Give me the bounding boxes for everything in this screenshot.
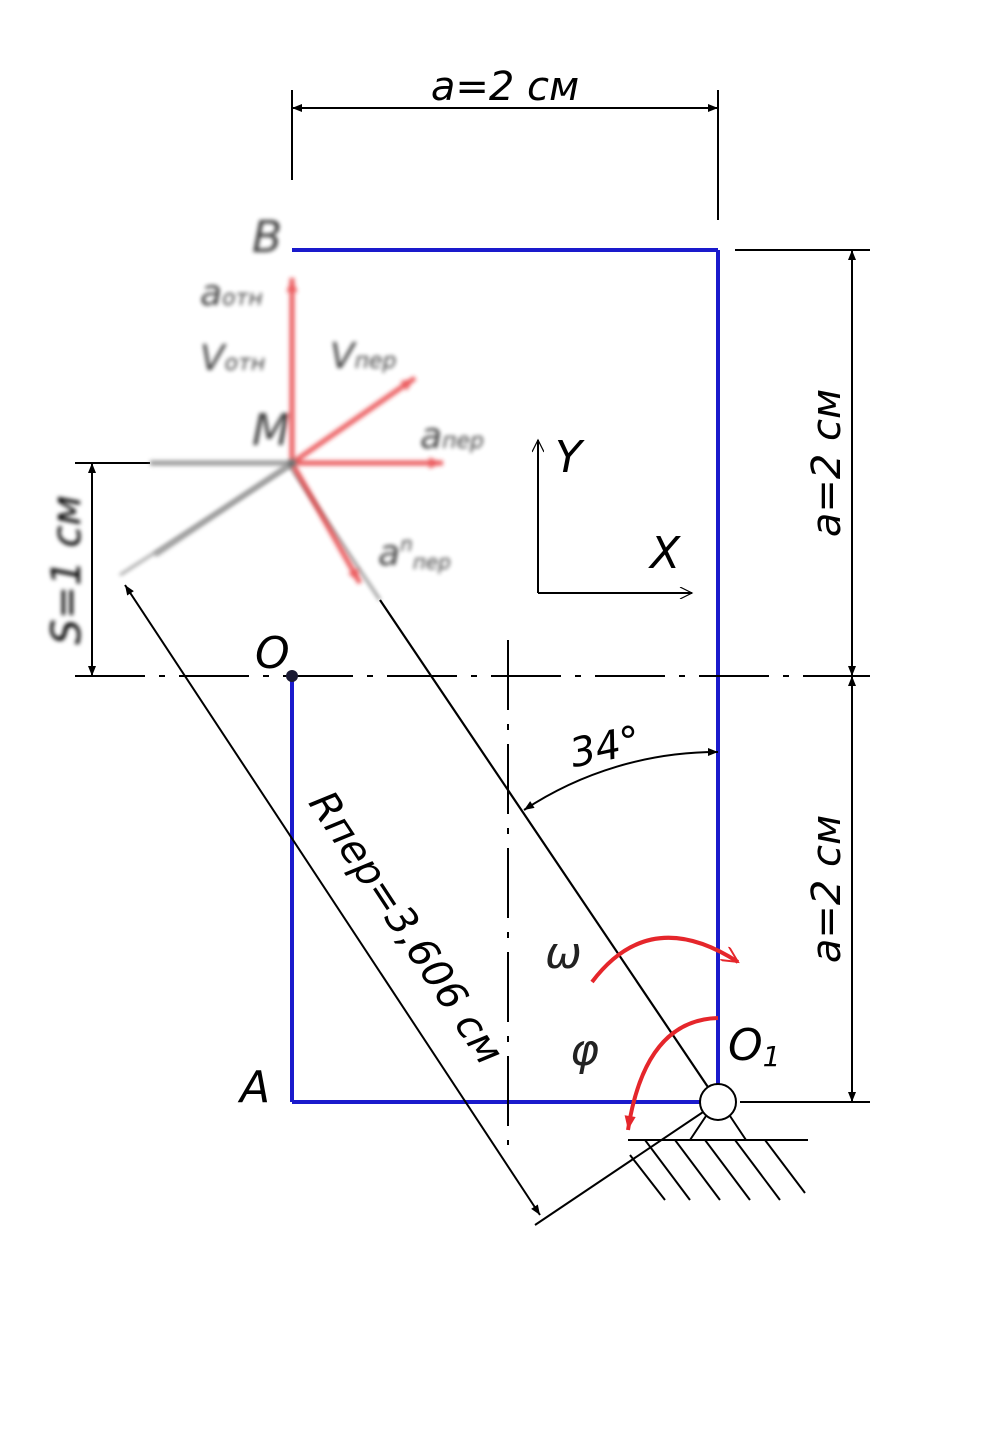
point-m-label: M <box>252 405 290 456</box>
a-per-label: aпер <box>420 416 484 457</box>
point-m-dot <box>287 458 297 468</box>
dimension-right-lower-label: a=2 см <box>804 815 850 963</box>
point-a-label: A <box>237 1062 270 1113</box>
dimension-right: a=2 см a=2 см <box>735 249 870 1103</box>
dimension-right-upper-label: a=2 см <box>804 389 850 537</box>
local-axes: X Y <box>538 432 692 593</box>
dimension-top-label: a=2 см <box>431 64 579 110</box>
dimension-s-label: S=1 см <box>44 495 90 644</box>
pivot-support <box>628 1083 808 1201</box>
point-o-dot <box>286 670 298 682</box>
a-n-per-label: anпер <box>378 532 451 574</box>
a-otn-label: aотн <box>200 273 263 314</box>
angle-arc <box>523 747 719 811</box>
radius-dimension-line <box>124 584 541 1216</box>
radius-perp-bottom <box>534 1101 719 1226</box>
v-otn-label: Vотн <box>200 338 265 379</box>
rotation-indicators: ω φ <box>545 928 738 1131</box>
angle-34: 34° <box>523 717 719 811</box>
axis-y-label: Y <box>555 432 585 483</box>
dimension-top: a=2 см <box>291 64 719 220</box>
point-m-vectors: B M aотн Vотн Vпер aпер anпер <box>150 212 484 585</box>
a-n-per-vector <box>289 461 363 585</box>
point-o1-label: O1 <box>728 1020 780 1073</box>
omega-label: ω <box>545 928 582 979</box>
point-b-label: B <box>252 212 282 263</box>
radius-label: Rпер=3,606 см <box>299 783 512 1073</box>
v-per-label: Vпер <box>330 336 397 377</box>
pivot-joint <box>699 1083 737 1121</box>
angle-label: 34° <box>566 717 645 777</box>
radius-construction: Rпер=3,606 см <box>119 465 719 1226</box>
point-labels: A O O1 <box>237 628 780 1113</box>
v-per-vector <box>290 375 417 466</box>
dimension-s: S=1 см <box>44 462 150 676</box>
axis-x-label: X <box>648 528 681 579</box>
point-o-label: O <box>255 628 290 679</box>
m-radius-line <box>153 460 294 558</box>
phi-arc-arrow <box>624 1016 719 1131</box>
phi-label: φ <box>570 1025 599 1076</box>
omega-arc-arrow <box>590 935 738 984</box>
